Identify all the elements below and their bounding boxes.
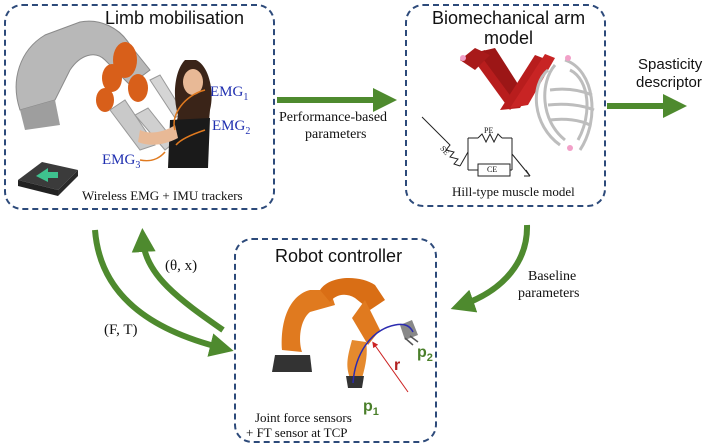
flow-arrows [92,88,687,357]
wireless-tracker-icon [18,162,78,196]
p2-label: p2 [417,344,433,365]
performance-line1: Performance-based [279,110,388,125]
arm-model-box [405,4,606,207]
r-label: r [394,357,401,374]
limb-caption: Wireless EMG + IMU trackers [82,188,243,203]
spasticity-line2: descriptor [636,74,702,91]
trajectory-path [352,323,414,384]
p1-label: p1 [363,398,379,419]
arrow-baseline [450,224,531,313]
arm-model-title-line1: Biomechanical arm [432,8,586,28]
arm-model-caption: Hill-type muscle model [452,184,575,199]
limb-title: Limb mobilisation [105,8,245,28]
emg1-label: EMG1 [210,84,249,103]
arm-model-title-line2: model [484,28,534,48]
arm-model-illustration [460,48,595,151]
arrow-f-t [92,229,234,357]
robot-caption-line1: Joint force sensors [255,410,352,425]
robot-arm-illustration [15,20,184,151]
arrow-theta-x [131,228,225,333]
spasticity-line1: Spasticity [638,56,703,73]
performance-line2: parameters [305,127,367,142]
robot-controller-arm [272,278,419,388]
f-t-label: (F, T) [104,322,138,338]
r-vector [372,341,409,393]
theta-x-label: (θ, x) [165,258,198,274]
emg3-label: EMG3 [102,152,141,171]
baseline-line1: Baseline [528,269,577,284]
robot-caption-line2: + FT sensor at TCP [246,425,348,440]
robot-title: Robot controller [275,246,403,266]
patient-illustration [138,60,212,168]
robot-controller-box [234,238,437,443]
emg2-label: EMG2 [212,118,251,137]
pe-label: PE [484,126,494,135]
hill-muscle-model [421,116,531,177]
limb-mobilisation-box [4,4,275,210]
baseline-line2: parameters [518,286,580,301]
ce-label: CE [487,165,498,174]
